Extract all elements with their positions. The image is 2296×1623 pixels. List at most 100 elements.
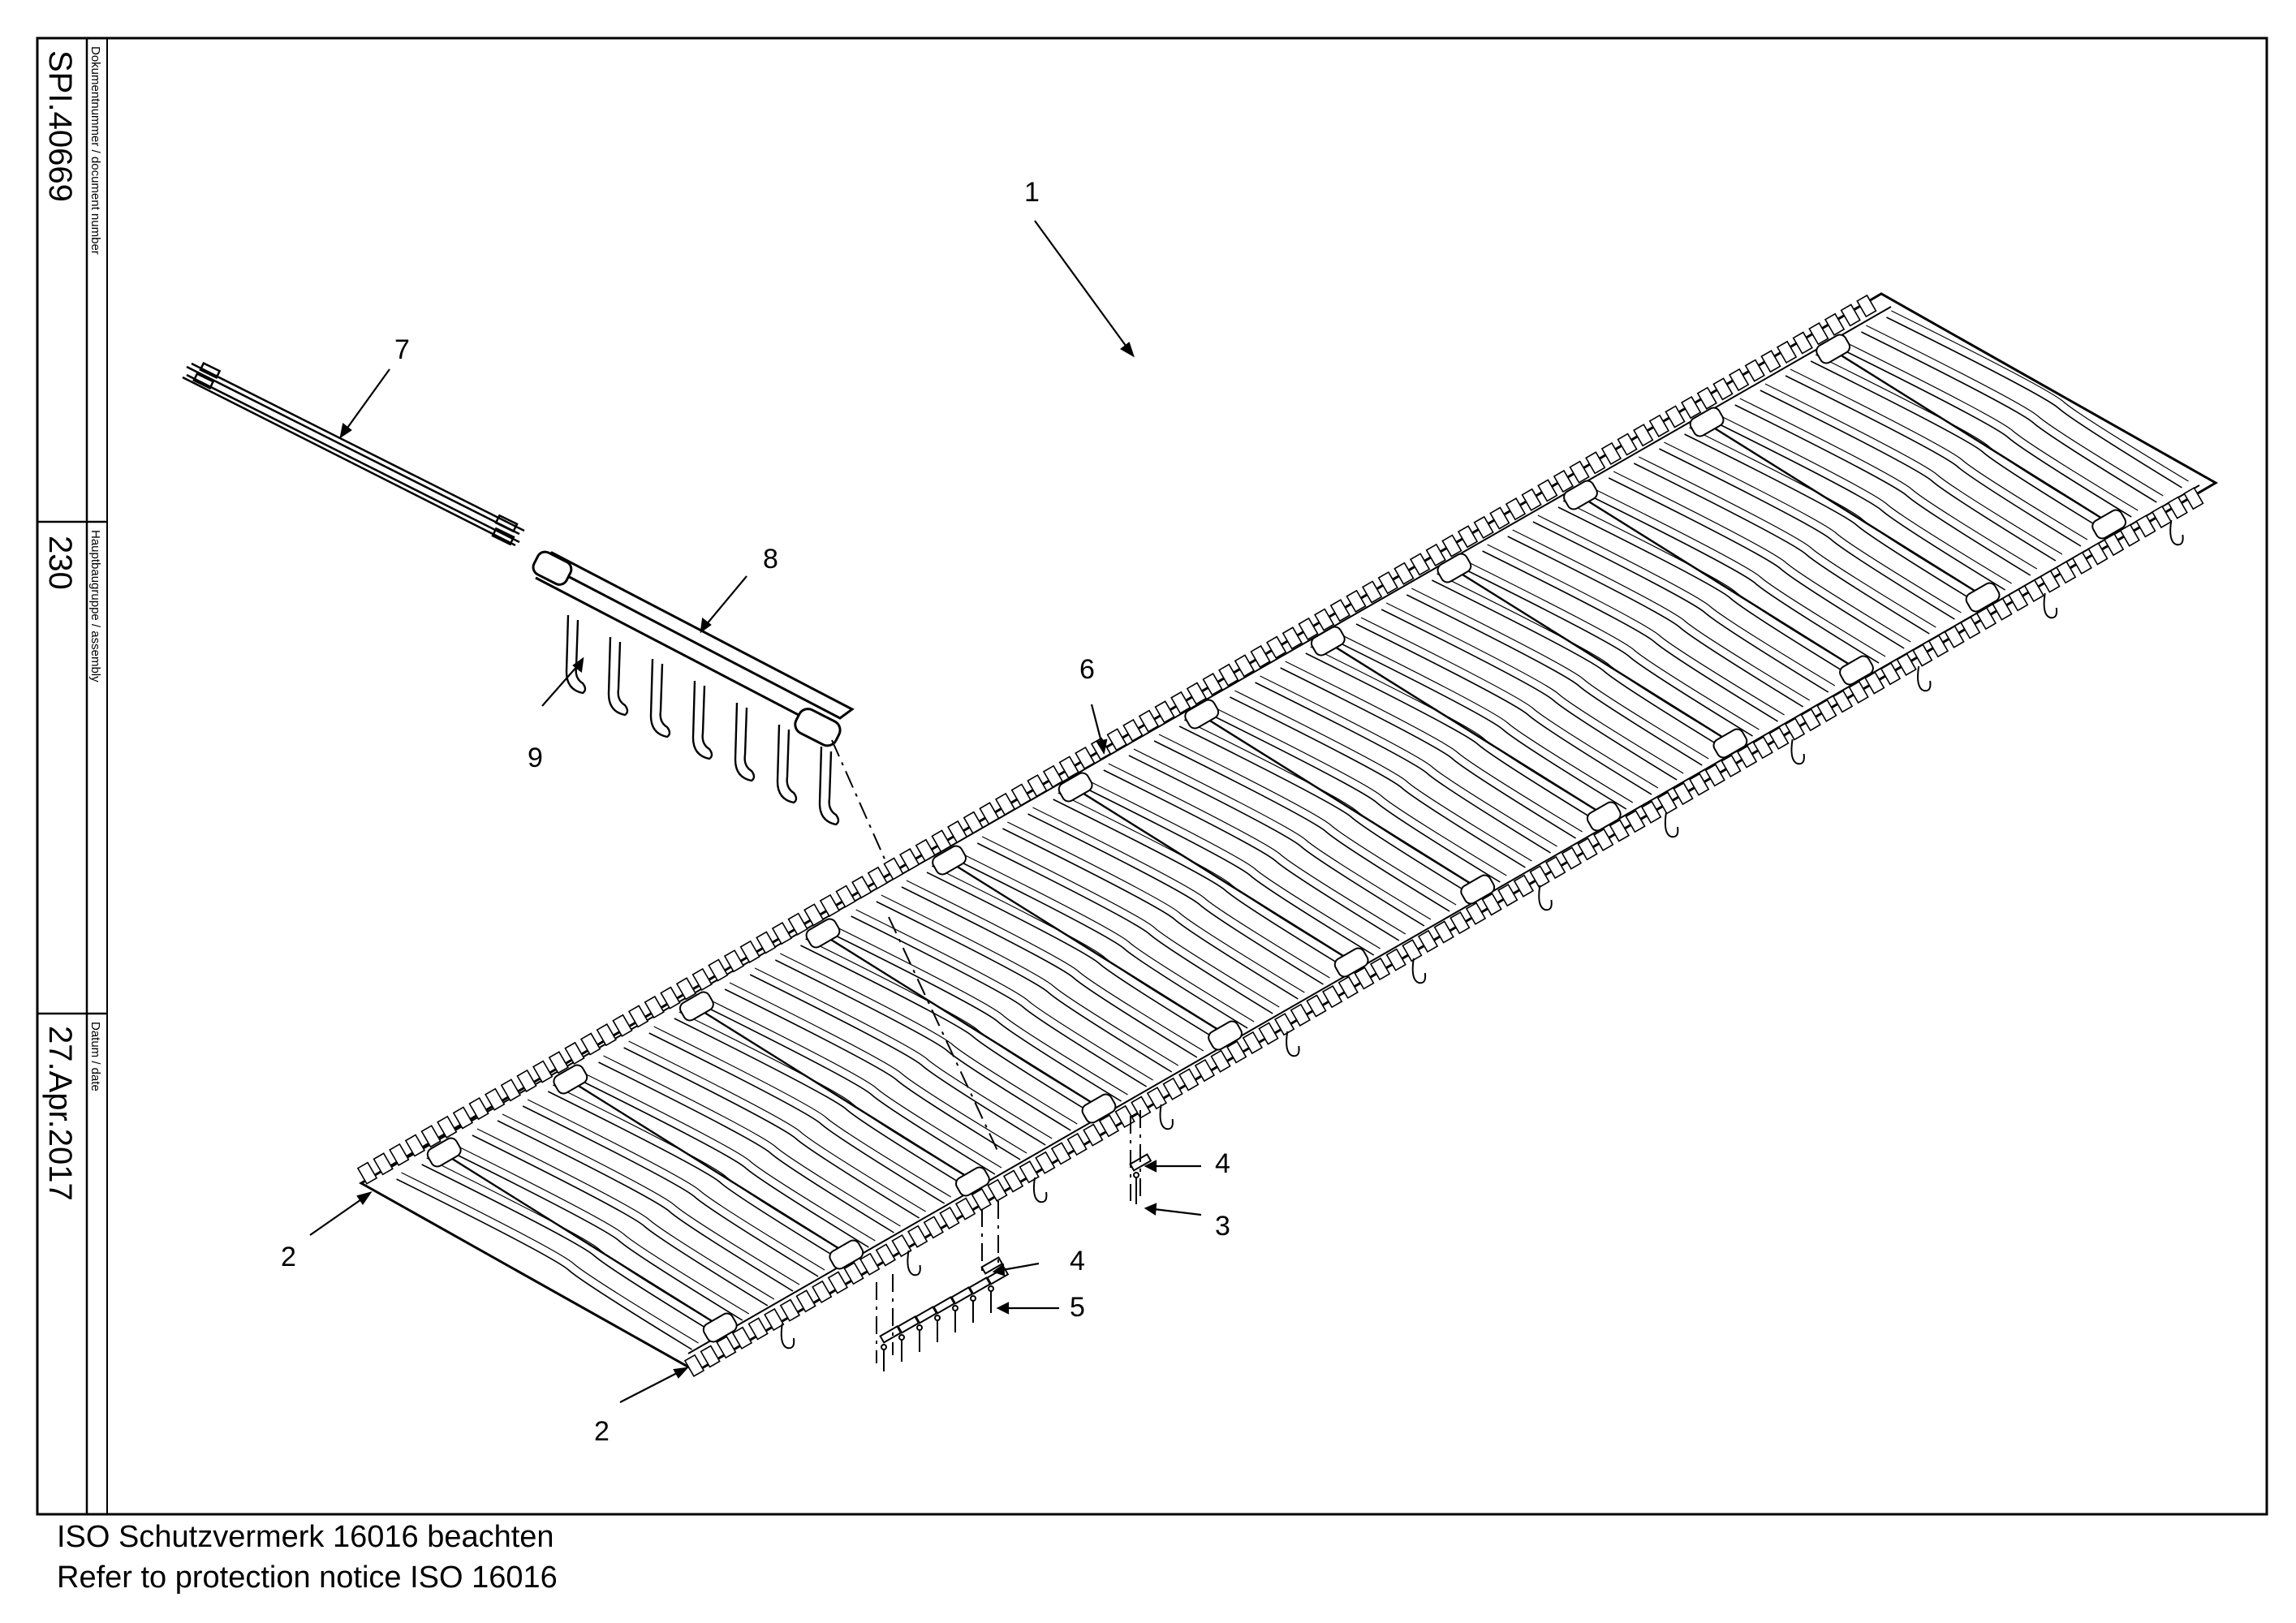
chain-link [500,1078,522,1102]
comb-fingers [565,614,840,826]
chain-link [1712,377,1734,401]
screw-head [916,1324,923,1331]
belt-hooks [780,519,2184,1350]
chain-link [1106,728,1127,751]
chain-link [2183,487,2204,510]
chain-link [532,1060,554,1083]
carrier-rail [1335,646,1596,812]
chain-link [1298,617,1319,641]
chain-link [644,995,665,1019]
chain-link [1409,553,1431,576]
slat-edge [729,982,1027,1154]
chain-link [1600,441,1622,466]
carrier-block [1965,582,2001,613]
hook [907,1250,921,1276]
hook [780,1323,795,1350]
chain-link [1681,395,1702,420]
slat-edge [1587,485,1886,657]
chain-link [2087,542,2109,566]
chain-link [1696,386,1717,410]
carrier-rail [1462,573,1723,738]
slat [1002,828,1299,1000]
chain-link [1010,783,1032,807]
carrier-block [426,1137,462,1168]
slat-edge [1537,514,1836,687]
slat [1280,667,1577,839]
chain-link [1465,902,1487,925]
slat-edge [1360,617,1659,789]
screw-head [970,1295,976,1302]
back-chain-links [356,294,1877,1185]
clamp-plate [933,1296,956,1315]
carrier-block [1586,801,1622,832]
chain-link [1896,652,1917,676]
chain-link [1338,975,1359,999]
slat-edge [1234,690,1532,862]
carrier-rail [956,865,1218,1031]
screw-head [1133,1172,1139,1178]
chain-link [1975,606,1997,631]
chain-link [564,1041,585,1065]
chain-link [2008,588,2029,612]
slat [1128,755,1425,927]
hook [1411,958,1427,984]
chain-link [716,1336,737,1359]
chain-link [1002,1169,1024,1193]
chain-link [1760,350,1781,373]
slat [1078,784,1375,956]
comb-finger [607,636,629,717]
chain-link [485,1087,506,1111]
screw-head [934,1315,941,1321]
slat [951,857,1248,1029]
slat-edge [1613,471,1911,643]
slat [1053,799,1350,971]
slat [1482,550,1778,722]
chain-link [1648,414,1670,437]
chain-link [939,1206,960,1230]
carrier-block [679,991,714,1022]
chain-link [2135,514,2156,538]
chain-link [1122,718,1144,743]
chain-link [1441,534,1462,558]
carrier-block [1839,655,1874,686]
chain-link [389,1143,410,1167]
chain-link [1186,682,1208,705]
chain-link [812,1280,833,1304]
chain-link [1154,700,1175,724]
chain-link [787,912,808,936]
slat [1230,696,1526,868]
slat-edge [502,1113,800,1285]
chain-link [1752,736,1773,760]
callout-4-upper: 4 [1215,1148,1230,1179]
chain-link [1050,1142,1072,1165]
slat [446,1149,743,1321]
slat [1785,375,2082,547]
hook [1790,738,1805,765]
chain-link [1321,985,1343,1009]
slat [749,974,1046,1146]
chain-link [843,1262,864,1285]
slat [1583,492,1880,664]
date-value: 27.Apr.2017 [42,1026,78,1201]
carrier-block [1437,553,1472,583]
slat [724,988,1021,1160]
slat [1431,579,1728,751]
carrier-block [1333,947,1369,978]
slat-edge [1411,588,1709,760]
chain-link [1912,644,1933,667]
slat [623,1047,920,1219]
belt-inner-edge-back [381,306,1892,1173]
callout-2-lower: 2 [594,1416,610,1447]
chain-link [915,838,936,862]
callout-5: 5 [1070,1292,1085,1323]
slat-edge [476,1128,775,1300]
slat [497,1120,794,1292]
carrier-block [1563,480,1598,510]
chain-link [675,977,697,1001]
chain-link [723,949,745,973]
comb-finger [776,724,798,804]
chain-link [2040,570,2061,593]
assembly-number: 230 [42,536,78,590]
screw-head [898,1334,905,1341]
carrier-block [553,1064,588,1095]
